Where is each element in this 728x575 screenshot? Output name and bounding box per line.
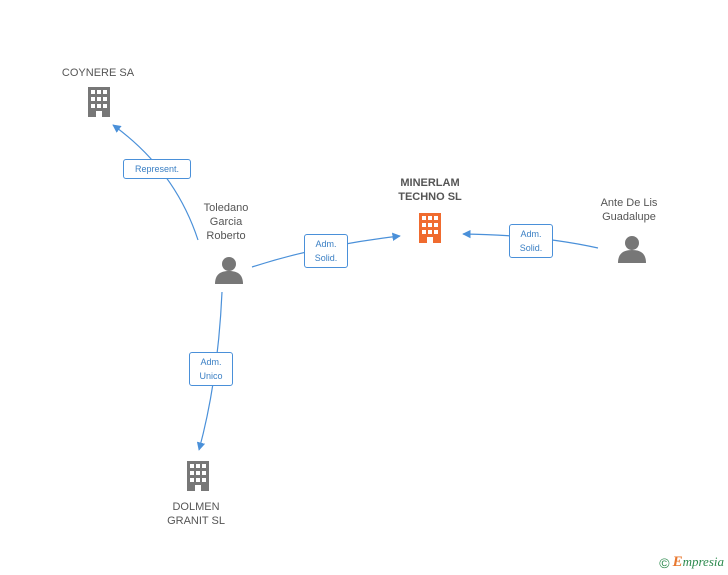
dolmen-building-icon <box>187 461 209 491</box>
node-label-toledano[interactable]: Toledano Garcia Roberto <box>203 202 249 242</box>
node-label-minerlam[interactable]: MINERLAM TECHNO SL <box>398 177 462 203</box>
minerlam-building-icon <box>419 213 441 243</box>
edge-label-represent: Represent. <box>123 159 191 179</box>
copyright-icon: © <box>659 554 670 571</box>
edge-label-adm-solid-toledano: Adm. Solid. <box>304 234 348 268</box>
footer-brand[interactable]: © Empresia <box>659 554 724 571</box>
brand-name: mpresia <box>682 554 724 569</box>
ante-person-icon <box>618 236 646 263</box>
node-label-ante[interactable]: Ante De Lis Guadalupe <box>600 197 658 223</box>
edge-label-adm-solid-ante: Adm. Solid. <box>509 224 553 258</box>
node-label-coynere[interactable]: COYNERE SA <box>61 67 135 79</box>
brand-initial: E <box>672 554 683 570</box>
brand-logo: Empresia <box>673 554 724 571</box>
coynere-building-icon <box>88 87 110 117</box>
toledano-person-icon <box>215 257 243 284</box>
edge-label-adm-unico: Adm. Unico <box>189 352 233 386</box>
node-label-dolmen[interactable]: DOLMEN GRANIT SL <box>167 501 225 527</box>
